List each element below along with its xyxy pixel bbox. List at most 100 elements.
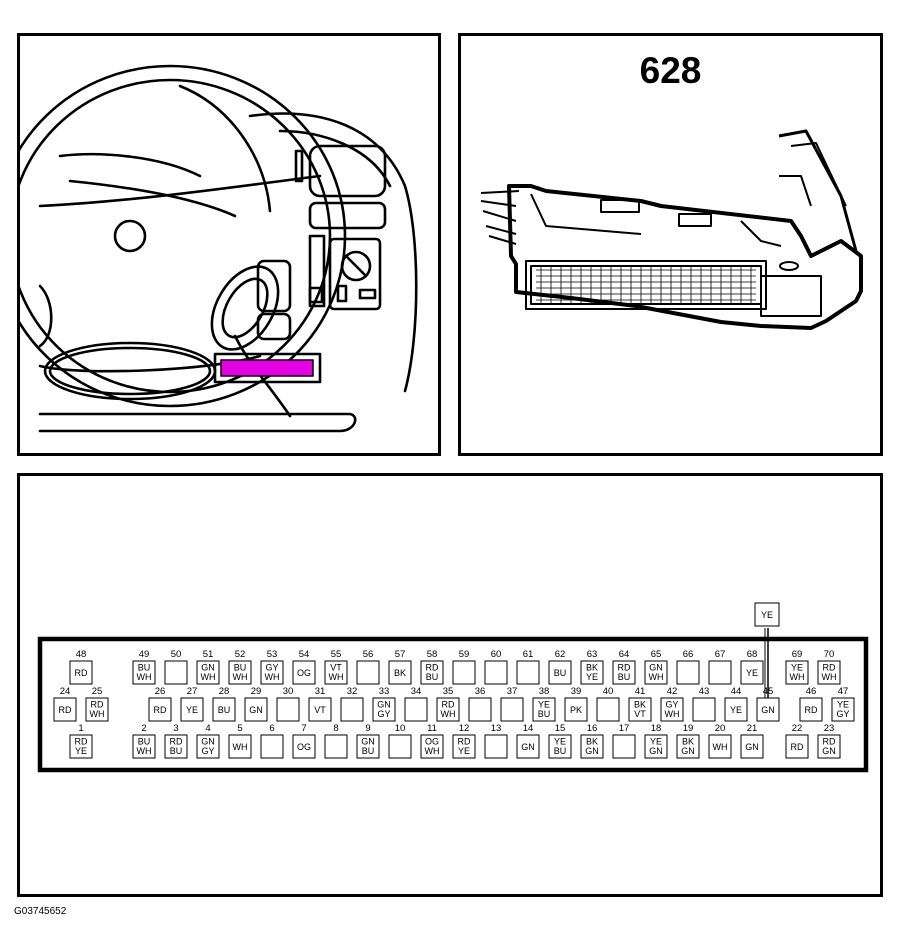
pin-box bbox=[564, 697, 588, 722]
pin-wire-color: BU bbox=[426, 672, 439, 682]
pin-box bbox=[356, 660, 380, 685]
pin-number: 61 bbox=[523, 649, 534, 660]
pin-wire-color: WH bbox=[265, 672, 280, 682]
pin-43: 43 bbox=[692, 686, 716, 722]
pin-box bbox=[212, 697, 236, 722]
pin-wire-color: YE bbox=[538, 700, 550, 710]
pin-box bbox=[180, 697, 204, 722]
pin-number: 1 bbox=[78, 723, 83, 734]
pin-wire-color: VT bbox=[634, 709, 646, 719]
pin-wire-color: GY bbox=[377, 709, 390, 719]
pin-box bbox=[628, 697, 652, 722]
pin-wire-color: GN bbox=[249, 705, 263, 715]
pin-wire-color: BU bbox=[618, 672, 631, 682]
pin-36: 36 bbox=[468, 686, 492, 722]
pin-box bbox=[740, 660, 764, 685]
pin-wire-color: YE bbox=[650, 737, 662, 747]
pin-box bbox=[785, 734, 809, 759]
pin-box bbox=[740, 734, 764, 759]
module-location-highlight bbox=[220, 359, 314, 377]
pin-box bbox=[228, 734, 252, 759]
pin-wire-color: RD bbox=[426, 663, 439, 673]
pin-number: 39 bbox=[571, 686, 582, 697]
pin-box bbox=[132, 660, 156, 685]
pin-number: 20 bbox=[715, 723, 726, 734]
pin-number: 53 bbox=[267, 649, 278, 660]
pin-number: 22 bbox=[792, 723, 803, 734]
pin-box bbox=[612, 660, 636, 685]
pin-17: 17 bbox=[612, 723, 636, 759]
pin-box bbox=[132, 734, 156, 759]
pin-number: 12 bbox=[459, 723, 470, 734]
pin-box bbox=[708, 660, 732, 685]
pin-number: 8 bbox=[333, 723, 338, 734]
pin-box bbox=[817, 734, 841, 759]
pin-wire-color: WH bbox=[233, 742, 248, 752]
pin-wire-color: WH bbox=[425, 746, 440, 756]
pin-61: 61 bbox=[516, 649, 540, 685]
pin-wire-color: YE bbox=[554, 737, 566, 747]
pin-box bbox=[516, 660, 540, 685]
pin-wire-color: VT bbox=[330, 663, 342, 673]
pin-wire-color: GN bbox=[649, 663, 663, 673]
dashboard-location-panel bbox=[17, 33, 441, 456]
pin-wire-color: RD bbox=[91, 700, 104, 710]
pin-5: 5WH bbox=[228, 723, 252, 759]
pin-wire-color: GY bbox=[265, 663, 278, 673]
pin-number: 38 bbox=[539, 686, 550, 697]
pin-box bbox=[372, 697, 396, 722]
pin-box bbox=[484, 660, 508, 685]
pin-box bbox=[404, 697, 428, 722]
pin-number: 2 bbox=[141, 723, 146, 734]
pin-wire-color: WH bbox=[665, 709, 680, 719]
pin-8: 8 bbox=[324, 723, 348, 759]
pin-number: 35 bbox=[443, 686, 454, 697]
pin-number: 42 bbox=[667, 686, 678, 697]
pin-box bbox=[785, 660, 809, 685]
pin-number: 27 bbox=[187, 686, 198, 697]
pin-wire-color: BK bbox=[586, 663, 598, 673]
pin-59: 59 bbox=[452, 649, 476, 685]
pin-number: 47 bbox=[838, 686, 849, 697]
pin-wire-color: WH bbox=[329, 672, 344, 682]
pin-number: 18 bbox=[651, 723, 662, 734]
pin-wire-color: BK bbox=[394, 668, 406, 678]
pin-wire-color: WH bbox=[137, 746, 152, 756]
pin-number: 10 bbox=[395, 723, 406, 734]
pin-number: 23 bbox=[824, 723, 835, 734]
pin-wire-color: WH bbox=[201, 672, 216, 682]
pin-number: 17 bbox=[619, 723, 630, 734]
pin-number: 58 bbox=[427, 649, 438, 660]
pin-wire-color: BK bbox=[682, 737, 694, 747]
pin-wire-color: GN bbox=[681, 746, 695, 756]
pin-number: 32 bbox=[347, 686, 358, 697]
pin-number: 3 bbox=[173, 723, 178, 734]
pin-box bbox=[324, 734, 348, 759]
pin-number: 7 bbox=[301, 723, 306, 734]
pin-box bbox=[260, 660, 284, 685]
pin-wire-color: WH bbox=[441, 709, 456, 719]
pin-wire-color: RD bbox=[75, 668, 88, 678]
pin-number: 11 bbox=[427, 723, 437, 734]
pin-wire-color: GY bbox=[665, 700, 678, 710]
pin-number: 60 bbox=[491, 649, 502, 660]
pin-wire-color: WH bbox=[649, 672, 664, 682]
pin-wire-color: RD bbox=[805, 705, 818, 715]
pin-box bbox=[644, 734, 668, 759]
pin-wire-color: YE bbox=[75, 746, 87, 756]
